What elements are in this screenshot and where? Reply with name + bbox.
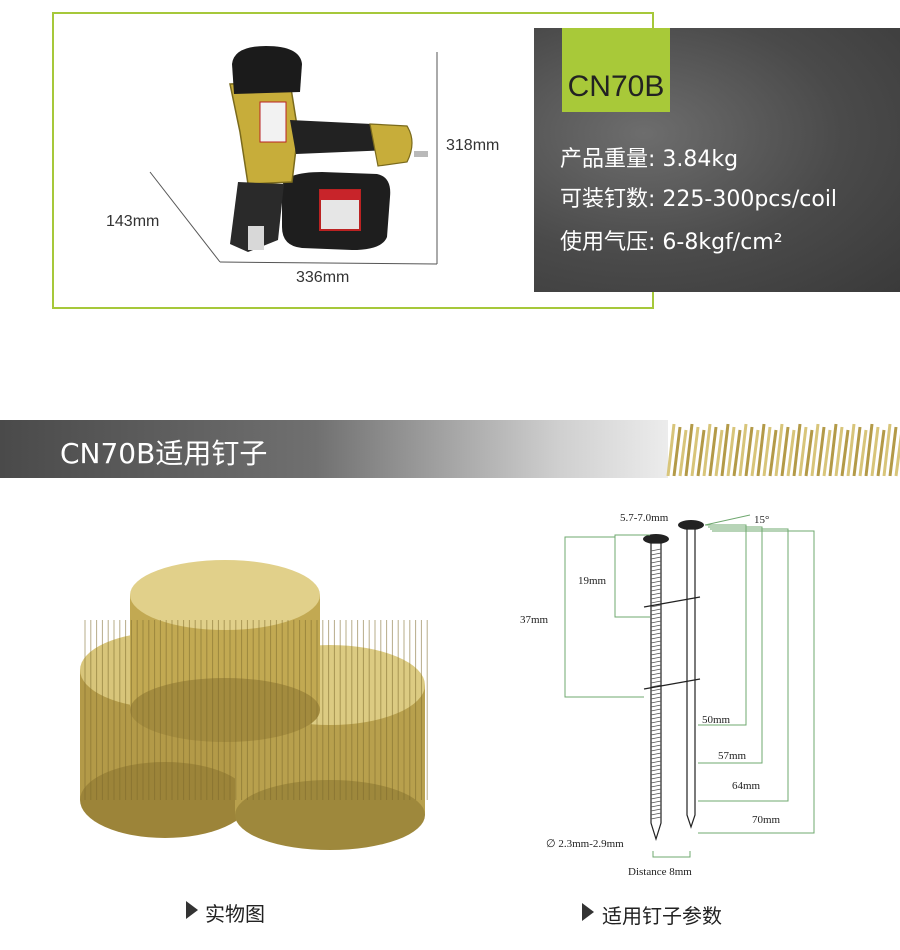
nose-assembly [230,182,284,252]
warning-label [259,101,287,143]
length-57-label: 57mm [718,750,747,762]
length-dimension-line [219,261,438,265]
left-nail-head [643,534,669,544]
coil-top [130,560,320,742]
params-caption: 适用钉子参数 [602,904,722,928]
coil-nails-banner-image [666,420,900,478]
spec-capacity: 可装钉数: 225-300pcs/coil [560,187,838,212]
right-nail-head [678,520,704,530]
model-badge [562,28,670,112]
right-nail-shank [686,528,696,829]
air-inlet [414,151,428,157]
length-50-label: 50mm [702,714,731,726]
caption-arrow-icon [582,903,594,921]
depth-dimension: 143mm [106,213,160,230]
photo-caption: 实物图 [205,902,265,926]
shank-diameter-label: ∅ 2.3mm-2.9mm [546,838,624,850]
nail-gun-illustration [149,46,438,265]
height-dimension: 318mm [446,137,500,154]
distance-label: Distance 8mm [628,866,692,878]
model-name: CN70B [567,70,665,103]
coil-nails-photo [80,560,428,850]
angle-label: 15° [754,514,769,526]
depth-dimension-line [149,171,221,263]
nose-plate [248,226,264,250]
top-cap [232,46,302,94]
left-nail-shank [650,542,662,842]
grip-handle [290,120,392,154]
nail-diagram: 5.7-7.0mm 15° 19mm 37mm 50mm 57mm 64mm 7… [520,512,815,878]
handle-end [369,123,413,167]
caption-arrow-icon [186,901,198,919]
length-70-label: 70mm [752,814,781,826]
section-title: CN70B适用钉子 [60,437,268,470]
segment-37-label: 37mm [520,614,549,626]
spec-weight: 产品重量: 3.84kg [560,147,739,172]
coil-right [235,645,425,850]
length-dimension: 336mm [296,269,350,286]
dimension-brackets [564,514,815,858]
spec-pressure: 使用气压: 6-8kgf/cm² [560,230,783,255]
head-diameter-label: 5.7-7.0mm [620,512,669,524]
segment-19-label: 19mm [578,575,607,587]
length-64-label: 64mm [732,780,761,792]
